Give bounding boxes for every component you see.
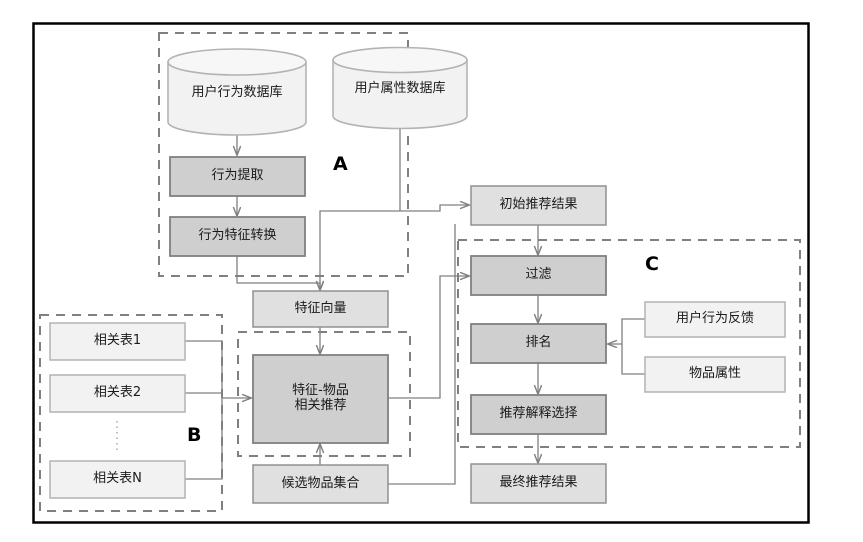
connector-db2-to-initial — [400, 205, 469, 212]
node-initial-result — [470, 185, 607, 226]
group-tag-a: A — [333, 153, 348, 175]
node-user-behavior-feedback — [644, 301, 786, 338]
group-tag-b: B — [187, 424, 202, 446]
connector-tablen-to-bus — [185, 398, 223, 480]
connector-itemattr-to-ranking — [621, 344, 645, 375]
node-ranking — [470, 323, 607, 364]
outer-frame — [32, 22, 810, 524]
node-behavior-extract — [169, 156, 306, 197]
node-behavior-feature-transform — [169, 216, 306, 257]
node-final-result — [470, 463, 607, 504]
node-db-user-behavior — [167, 48, 307, 136]
group-tag-c: C — [645, 253, 659, 275]
node-feature-item-recommend — [252, 354, 389, 444]
feature-item-boundary — [237, 331, 411, 457]
connector-db2-to-featurevector — [320, 210, 400, 290]
connector-feedback-to-ranking — [608, 318, 645, 344]
group-c-boundary — [457, 239, 801, 448]
connector-transform-to-featurevector — [236, 256, 320, 290]
node-item-attribute — [644, 356, 786, 393]
node-filter — [470, 255, 607, 296]
group-a-boundary — [158, 32, 409, 277]
node-relation-table-2 — [49, 374, 186, 413]
node-explanation-select — [470, 394, 607, 435]
connector-candidate-to-final — [388, 224, 456, 485]
node-relation-table-n — [49, 460, 186, 499]
node-feature-vector — [252, 290, 389, 328]
connector-table1-to-bus — [185, 340, 223, 398]
node-db-user-attribute — [332, 46, 468, 130]
node-candidate-item-set — [252, 464, 389, 504]
connector-recommend-to-filter — [388, 276, 469, 399]
node-relation-table-1 — [49, 322, 186, 361]
